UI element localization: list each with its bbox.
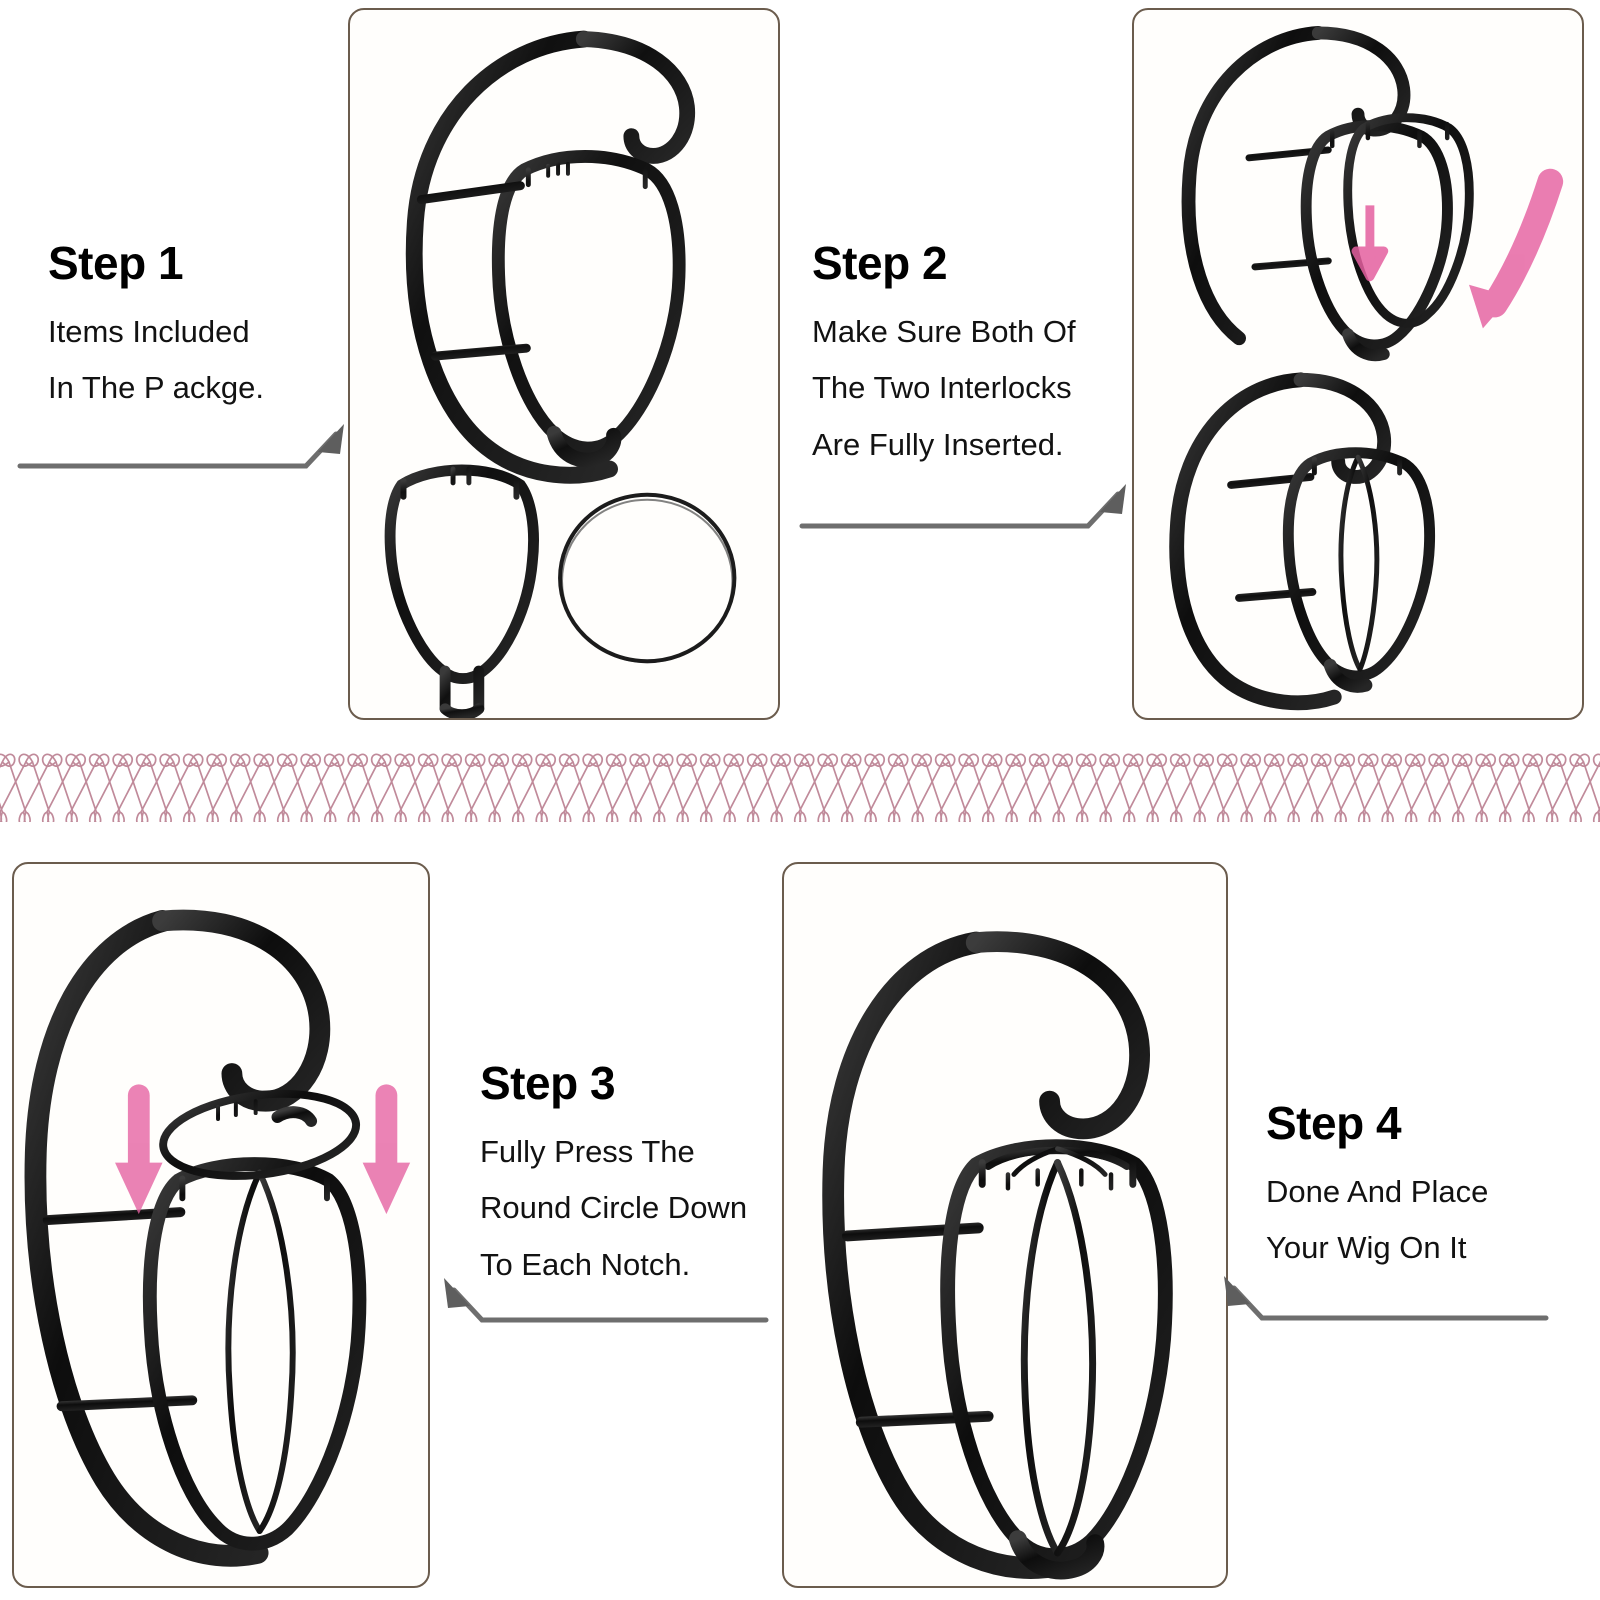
pink-small-arrow <box>1351 205 1389 282</box>
step-1-line-1: Items Included <box>48 314 250 349</box>
connector-step-2 <box>799 478 1130 538</box>
round-ring-floating <box>159 1089 361 1180</box>
assembled-frame-with-insert <box>1169 372 1436 711</box>
step-4-line-1: Done And Place <box>1266 1174 1489 1209</box>
step-2-line-3: Are Fully Inserted. <box>812 426 1064 462</box>
step-4-title: Step 4 <box>1266 1097 1402 1149</box>
step-2-title: Step 2 <box>812 237 948 289</box>
step-3-title: Step 3 <box>480 1057 616 1109</box>
step-1-text: Step 1 Items Included In The P ackge. <box>48 240 338 417</box>
step-3-line-2: Round Circle Down <box>480 1190 748 1226</box>
panel-step-2-interlock <box>1132 8 1584 720</box>
step-4-text: Step 4 Done And Place Your Wig On It <box>1266 1100 1566 1277</box>
step-1-title: Step 1 <box>48 237 184 289</box>
step-3-line-1: Fully Press The <box>480 1134 695 1169</box>
panel-step-4-done <box>782 862 1228 1588</box>
connector-step-1 <box>17 418 348 478</box>
step-4-line-2: Your Wig On It <box>1266 1230 1467 1266</box>
c-frame-with-oval-head <box>405 30 696 484</box>
step-2-text: Step 2 Make Sure Both Of The Two Interlo… <box>812 240 1112 473</box>
insert-entering-frame <box>1181 26 1474 362</box>
step-1-line-2: In The P ackge. <box>48 370 265 406</box>
panel-step-3-press-ring <box>12 862 430 1588</box>
frame-with-ring-pressing-down <box>24 909 367 1567</box>
oval-insert-piece <box>384 464 539 718</box>
step-3-text: Step 3 Fully Press The Round Circle Down… <box>480 1060 780 1293</box>
fully-assembled-wig-stand <box>822 931 1173 1580</box>
step-2-line-2: The Two Interlocks <box>812 370 1072 406</box>
decorative-divider <box>0 742 1600 822</box>
pink-large-curved-arrow <box>1469 168 1564 329</box>
step-2-line-1: Make Sure Both Of <box>812 314 1076 349</box>
step-3-line-3: To Each Notch. <box>480 1246 691 1282</box>
panel-step-1-parts <box>348 8 780 720</box>
round-ring <box>558 492 737 664</box>
connector-step-4 <box>1218 1270 1549 1330</box>
pink-down-arrow-right <box>362 1084 411 1215</box>
connector-step-3 <box>438 1272 769 1332</box>
pink-down-arrow-left <box>115 1084 163 1215</box>
